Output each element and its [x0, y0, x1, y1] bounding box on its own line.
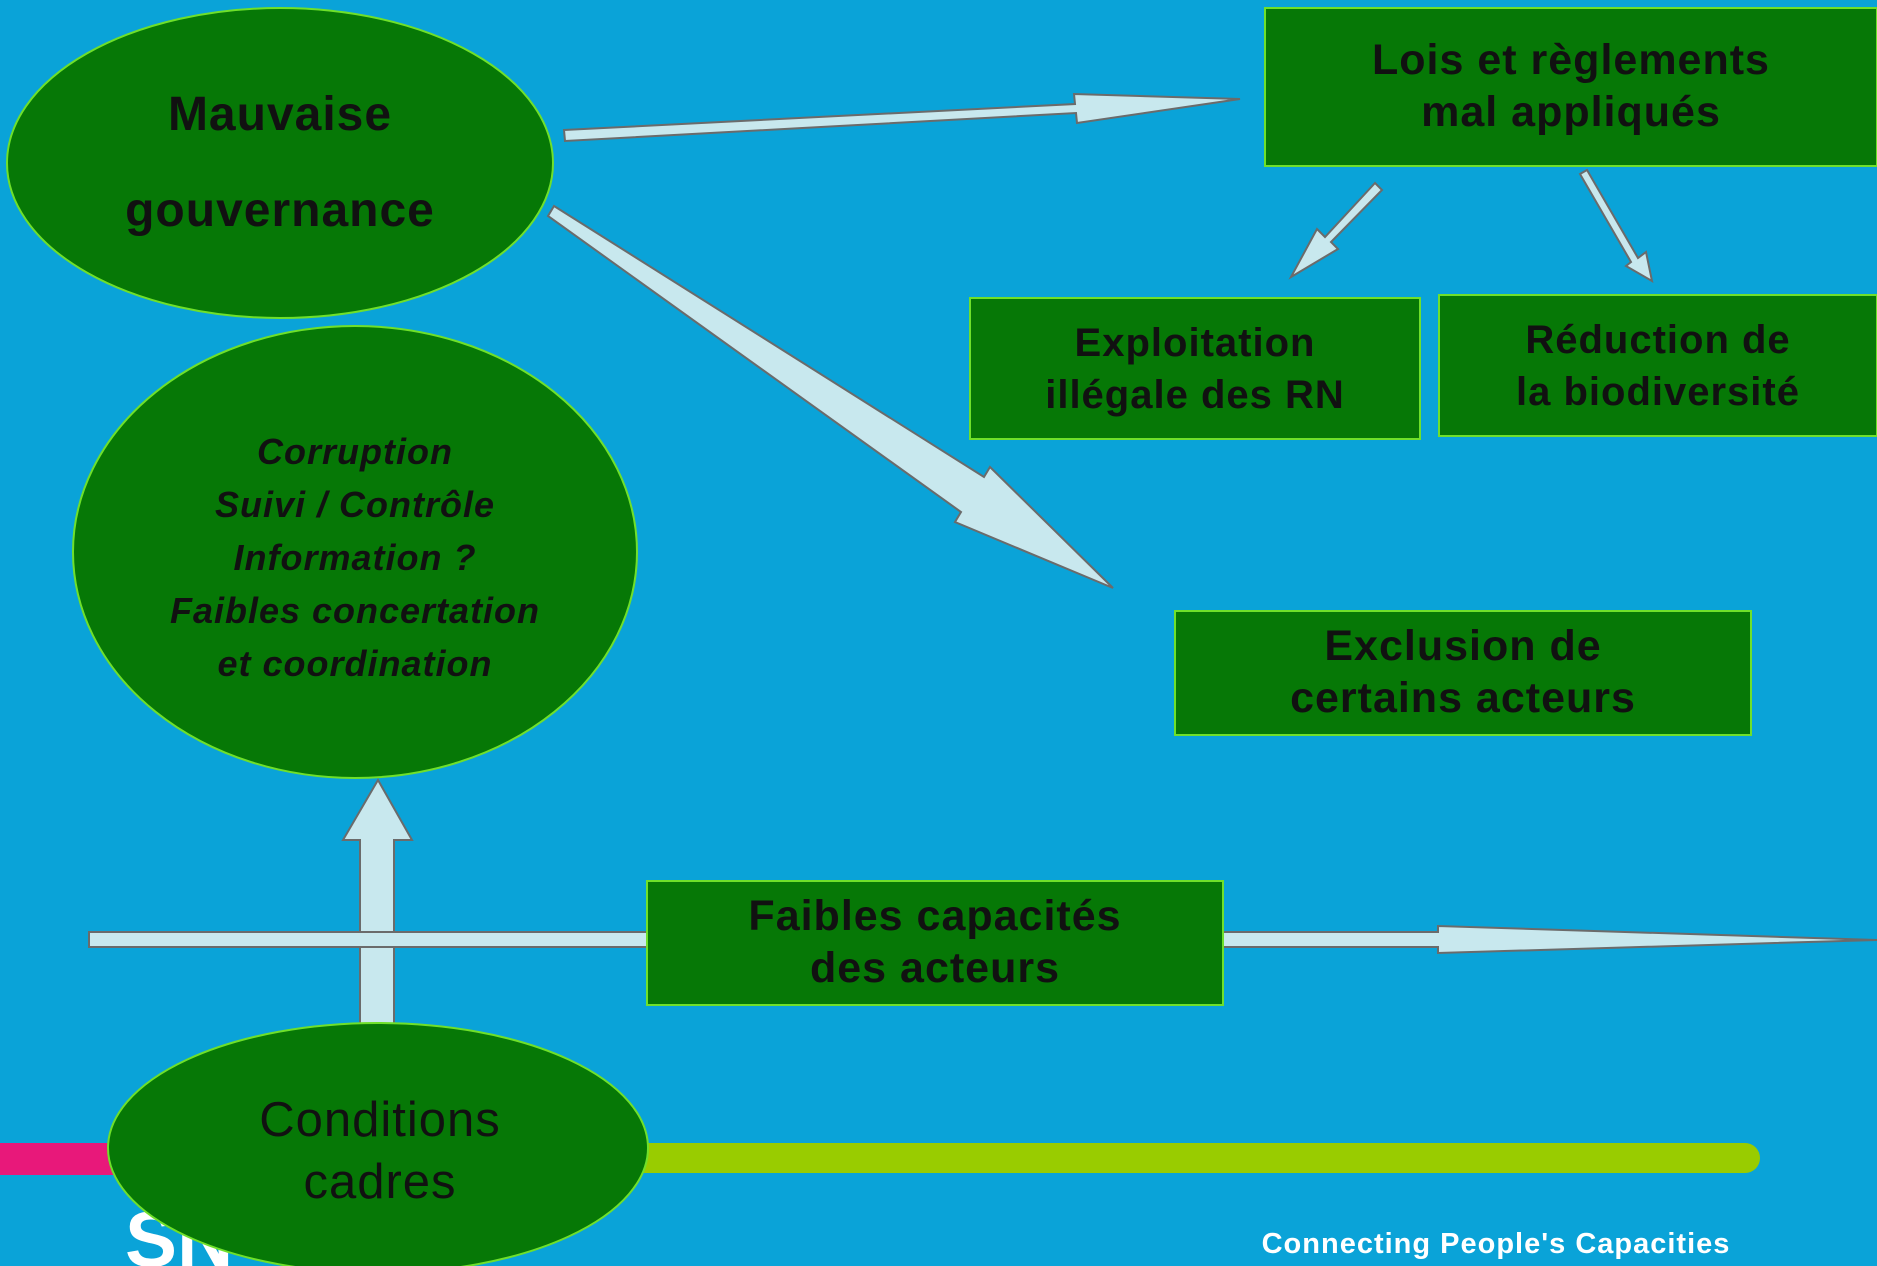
label-mauvaise-gouvernance: Mauvaise gouvernance	[20, 30, 540, 295]
ellipse-conditions-cadres	[107, 1022, 649, 1266]
label-exploitation-illegale: Exploitation illégale des RN	[970, 298, 1420, 439]
label-lois-reglements: Lois et règlements mal appliqués	[1265, 8, 1877, 166]
cause-corruption: Corruption	[257, 431, 453, 472]
arrow-lois-to-exploitation	[1288, 181, 1384, 280]
label-causes: Corruption Suivi / Contrôle Information …	[90, 400, 620, 720]
footer-tagline: Connecting People's Capacities	[1261, 1228, 1731, 1260]
box-faibles-capacites	[646, 880, 1224, 1006]
box-lois-reglements	[1264, 7, 1877, 167]
label-reduction-biodiversite: Réduction de la biodiversité	[1439, 295, 1877, 436]
label-faibles-capacites: Faibles capacités des acteurs	[647, 881, 1223, 1005]
label-exclusion-acteurs: Exclusion de certains acteurs	[1175, 611, 1751, 735]
cause-faibles-concertation: Faibles concertation	[169, 589, 541, 631]
conditions-cadres-line2: cadres	[303, 1155, 457, 1209]
mauvaise-gouvernance-line1: Mauvaise	[167, 87, 393, 141]
arrow-gouvernance-to-exclusion	[546, 204, 1114, 589]
lime-stripe	[560, 1143, 1760, 1173]
arrow-gouvernance-to-lois	[562, 92, 1241, 143]
exploitation-line2: illégale des RN	[1045, 372, 1345, 417]
cause-coordination: et coordination	[217, 642, 493, 684]
cause-suivi-controle: Suivi / Contrôle	[214, 483, 496, 525]
box-exclusion-acteurs	[1174, 610, 1752, 736]
cause-information: Information ?	[233, 536, 477, 578]
faibles-capacites-line2: des acteurs	[809, 944, 1061, 992]
label-conditions-cadres: Conditions cadres	[160, 1085, 600, 1217]
box-reduction-biodiversite	[1438, 294, 1877, 437]
exclusion-line2: certains acteurs	[1290, 674, 1636, 722]
lois-line1: Lois et règlements	[1372, 36, 1770, 85]
faibles-capacites-line1: Faibles capacités	[748, 892, 1122, 941]
ellipse-causes	[72, 325, 638, 779]
exclusion-line1: Exclusion de	[1324, 622, 1602, 671]
box-exploitation-illegale	[969, 297, 1421, 440]
reduction-line2: la biodiversité	[1516, 369, 1800, 414]
conditions-cadres-line1: Conditions	[259, 1092, 501, 1147]
arrow-conditions-to-causes	[341, 777, 414, 1026]
lois-line2: mal appliqués	[1421, 88, 1721, 136]
exploitation-line1: Exploitation	[1074, 320, 1316, 365]
arrow-lois-to-reduction	[1578, 168, 1654, 283]
ellipse-mauvaise-gouvernance	[6, 7, 554, 319]
mauvaise-gouvernance-line2: gouvernance	[125, 183, 435, 237]
reduction-line1: Réduction de	[1525, 317, 1791, 362]
